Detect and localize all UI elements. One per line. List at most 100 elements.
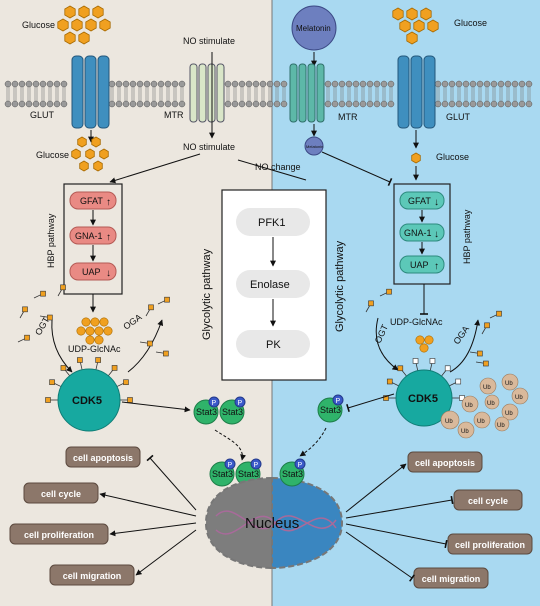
glucose-label-left-top: Glucose [22,20,55,30]
glucose-icon [392,7,404,21]
ogt-arrow-left [51,319,73,373]
glcnac-flag-icon [40,290,46,297]
inhibit-cdk5-to-stat3-right [346,393,395,413]
hbp-box-right [393,183,451,285]
cdk5-right: CDK5 [395,369,453,427]
svg-text:GNA-1: GNA-1 [75,231,103,241]
udp-glcnac-dot [81,317,91,327]
no-change-line [237,159,307,181]
glucose-icon [78,31,90,45]
inhibit-melatonin-to-hbp [321,151,393,186]
step-enolase: Enolase [236,270,310,298]
udp-glcnac-dot [103,326,113,336]
ub-label: Ub [497,423,505,429]
svg-text:UAP: UAP [82,267,101,277]
outcome-box [23,482,99,504]
phosphate-label: P [298,462,303,469]
ubiquitin-icon [484,394,500,410]
outcome-label: cell apoptosis [415,458,475,468]
udp-glcnac-dot [415,335,425,345]
udp-glcnac-cluster-left [76,317,113,345]
udp-glcnac-dot [90,317,100,327]
glucose-icon [406,31,418,45]
glut-label-right: GLUT [446,112,471,122]
glucose-icon [399,19,411,33]
mtr-label-right: MTR [338,112,358,122]
udp-glcnac-dot [94,335,104,345]
glcnac-flag-icon [123,379,129,386]
glcnac-flag-icon [24,334,30,341]
glcnac-flag-icon [49,379,55,386]
outcome-connector [345,495,454,519]
glcnac-flag-icon [77,357,83,363]
outcome-connector [135,529,197,576]
stat3-label: Stat3 [320,405,341,415]
udp-glcnac-dot [99,317,109,327]
stat3-label: Stat3 [222,407,243,417]
glcnac-flag-icon [383,395,389,401]
mtr-receptor-right [289,63,325,123]
glcnac-flag-icon [148,304,154,311]
step-pk: PK [236,330,310,358]
phosphate-icon [224,458,236,470]
glut-transporter-right [397,55,436,129]
glucose-icon [71,148,81,160]
svg-text:↓: ↓ [106,268,111,279]
udp-glcnac-dot [419,343,429,353]
cell-membrane [4,80,533,108]
no-change-label: NO change [255,162,301,172]
arrow-no-stimulate-to-hbp [109,153,201,184]
glucose-icon [79,160,89,172]
no-stimulate-mid-left: NO stimulate [183,142,235,152]
melatonin-small: Melatonin [304,136,324,156]
glcnac-flag-icon [397,365,404,372]
glcnac-flag-icon [45,397,51,403]
outcome-connector [345,523,448,549]
glucose-cluster-right-top [392,7,439,45]
stat3-to-nucleus-right [299,427,327,457]
ubiquitin-icon [494,416,510,432]
glucose-label-left-mid: Glucose [36,150,69,160]
svg-text:PFK1: PFK1 [258,217,286,229]
svg-text:Melatonin: Melatonin [306,144,323,149]
svg-text:↓: ↓ [434,229,439,240]
glcnac-flag-icon [22,306,28,313]
glcnac-flag-icon [60,284,66,291]
oga-arrow-right [449,319,481,373]
udp-glcnac-dot [424,335,434,345]
svg-text:UAP: UAP [410,260,429,270]
phosphate-label: P [254,462,259,469]
svg-text:↓: ↓ [434,197,439,208]
glucose-label-right-mid: Glucose [436,152,469,162]
glycolytic-label-left: Glycolytic pathway [201,248,213,340]
oga-arrow-left [127,319,164,373]
ubiquitin-icon [440,410,460,430]
glcnac-flag-icon [412,358,419,364]
hbp-step-gfat-right: GFAT ↓ [399,191,445,210]
ubiquitin-icon [501,403,519,421]
arrow-cdk5-to-stat3-left [121,401,191,413]
outcome-label: cell migration [63,571,122,581]
stat3-label: Stat3 [238,469,259,479]
phosphate-icon [250,458,262,470]
phosphate-icon [234,396,246,408]
outcome-label: cell cycle [468,496,508,506]
ub-label: Ub [461,429,469,435]
glcnac-flag-icon [368,300,374,307]
hbp-step-gna1-left: GNA-1 ↑ [69,226,117,245]
outcome-box [9,523,109,545]
outcome-label: cell proliferation [455,540,525,550]
outcome-connector [345,463,407,513]
glucose-icon [99,18,111,32]
udp-label-left: UDP-GlcNAc [68,344,121,354]
glucose-icon [93,160,103,172]
outcome-connector [99,492,197,517]
glcnac-flag-icon [95,357,101,363]
glucose-icon [427,19,439,33]
glucose-icon [406,7,418,21]
